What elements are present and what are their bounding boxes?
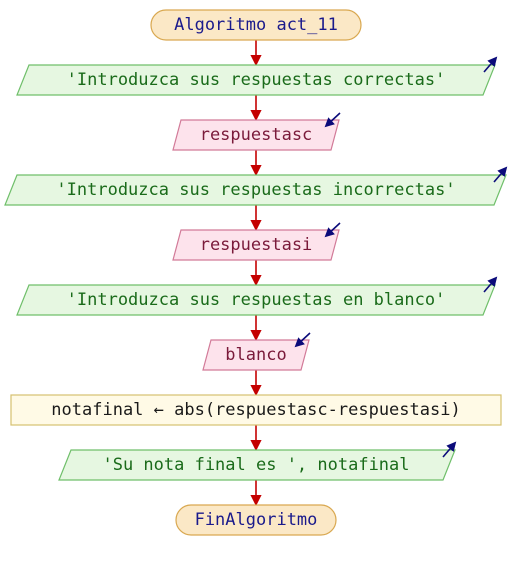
end-terminal-shape bbox=[175, 504, 337, 536]
input-step-2-shape bbox=[172, 229, 340, 261]
start-terminal-label: Algoritmo act_11 bbox=[174, 15, 338, 35]
output-step-3: 'Introduzca sus respuestas en blanco' bbox=[16, 276, 498, 316]
input-step-1-shape bbox=[172, 119, 340, 151]
input-step-2-label: respuestasi bbox=[200, 235, 313, 255]
start-terminal-shape bbox=[150, 9, 362, 41]
output-step-4: 'Su nota final es ', notafinal bbox=[58, 441, 457, 481]
input-step-1: respuestasc bbox=[172, 112, 341, 151]
output-step-2-shape bbox=[4, 174, 507, 206]
input-step-2: respuestasi bbox=[172, 222, 341, 261]
io-arrow-up-right-icon bbox=[483, 56, 498, 73]
output-step-4-label: 'Su nota final es ', notafinal bbox=[102, 455, 409, 475]
output-step-1: 'Introduzca sus respuestas correctas' bbox=[16, 56, 498, 96]
output-step-4-shape bbox=[58, 449, 456, 481]
io-arrow-up-right-icon bbox=[483, 276, 498, 293]
io-arrow-up-right-icon bbox=[493, 166, 508, 183]
process-step-shape bbox=[10, 394, 502, 426]
input-step-1-label: respuestasc bbox=[200, 125, 313, 145]
io-arrow-up-right-icon bbox=[442, 441, 457, 458]
io-arrow-down-left-icon bbox=[324, 112, 341, 128]
output-step-3-label: 'Introduzca sus respuestas en blanco' bbox=[67, 290, 446, 310]
output-step-1-shape bbox=[16, 64, 496, 96]
input-step-3: blanco bbox=[202, 332, 311, 371]
end-terminal-label: FinAlgoritmo bbox=[195, 510, 318, 530]
start-terminal: Algoritmo act_11 bbox=[150, 9, 362, 41]
input-step-3-label: blanco bbox=[225, 345, 286, 365]
output-step-2-label: 'Introduzca sus respuestas incorrectas' bbox=[56, 180, 455, 200]
output-step-1-label: 'Introduzca sus respuestas correctas' bbox=[67, 70, 446, 90]
io-arrow-down-left-icon bbox=[294, 332, 311, 348]
output-step-3-shape bbox=[16, 284, 496, 316]
end-terminal: FinAlgoritmo bbox=[175, 504, 337, 536]
input-step-3-shape bbox=[202, 339, 310, 371]
io-arrow-down-left-icon bbox=[324, 222, 341, 238]
output-step-2: 'Introduzca sus respuestas incorrectas' bbox=[4, 166, 508, 206]
process-step: notafinal ← abs(respuestasc-respuestasi) bbox=[10, 394, 502, 426]
process-step-label: notafinal ← abs(respuestasc-respuestasi) bbox=[51, 400, 460, 420]
